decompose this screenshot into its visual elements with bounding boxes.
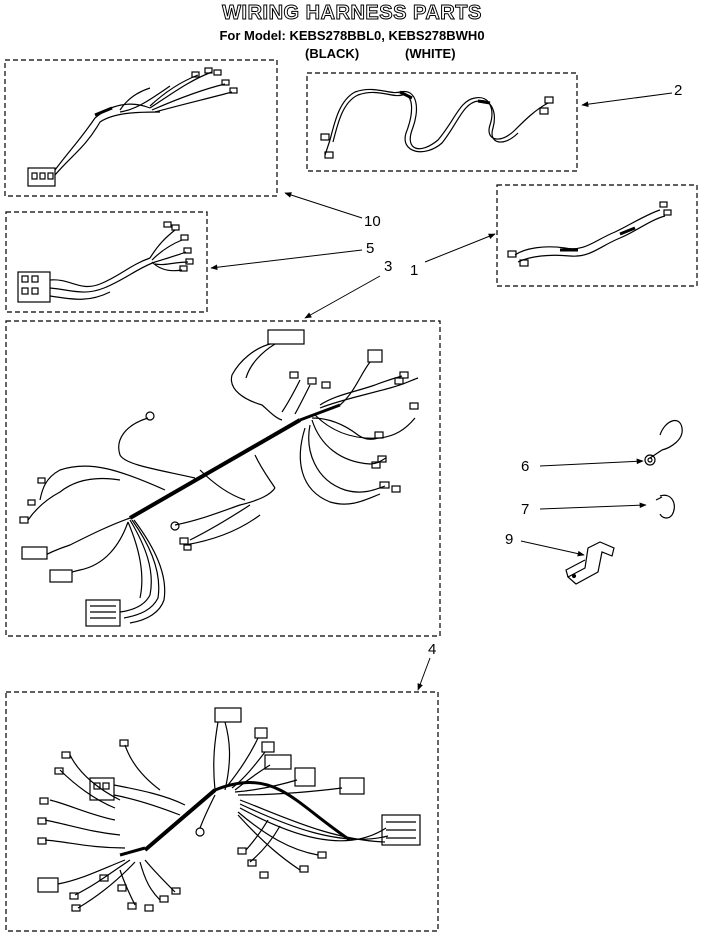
part-9-bracket bbox=[565, 541, 615, 585]
callout-1: 1 bbox=[410, 262, 419, 279]
part-3-box bbox=[5, 320, 441, 637]
part-2-box bbox=[306, 72, 578, 172]
leader-2 bbox=[581, 92, 673, 107]
part-10-harness bbox=[27, 67, 238, 187]
callout-3: 3 bbox=[384, 258, 393, 275]
callout-4: 4 bbox=[428, 641, 437, 658]
leader-3 bbox=[304, 275, 381, 319]
callout-9: 9 bbox=[505, 531, 514, 548]
leader-7 bbox=[539, 502, 647, 510]
part-1-box bbox=[496, 184, 698, 287]
part-4-box bbox=[5, 691, 439, 932]
part-3-harness bbox=[19, 329, 419, 627]
callout-6: 6 bbox=[521, 458, 530, 475]
leader-4 bbox=[417, 657, 431, 691]
part-7-clip bbox=[655, 494, 675, 519]
callout-2: 2 bbox=[674, 82, 683, 99]
part-4-harness bbox=[37, 707, 421, 912]
part-6-grommet bbox=[644, 419, 683, 466]
callout-10: 10 bbox=[364, 213, 381, 230]
diagram-title: WIRING HARNESS PARTS bbox=[222, 2, 482, 25]
model-subtitle: For Model: KEBS278BBL0, KEBS278BWH0 bbox=[219, 28, 485, 43]
part-5-box bbox=[5, 211, 208, 313]
variant-white-label: (WHITE) bbox=[405, 46, 456, 61]
leader-6 bbox=[539, 458, 644, 467]
leader-10 bbox=[284, 192, 363, 219]
callout-5: 5 bbox=[366, 240, 375, 257]
leader-1 bbox=[424, 233, 496, 263]
part-2-harness bbox=[320, 88, 554, 159]
part-5-harness bbox=[17, 221, 194, 303]
leader-9 bbox=[520, 540, 585, 557]
part-1-harness bbox=[507, 201, 672, 267]
variant-black-label: (BLACK) bbox=[305, 46, 360, 61]
part-10-box bbox=[4, 59, 278, 197]
callout-7: 7 bbox=[521, 501, 530, 518]
leader-5 bbox=[210, 249, 363, 271]
